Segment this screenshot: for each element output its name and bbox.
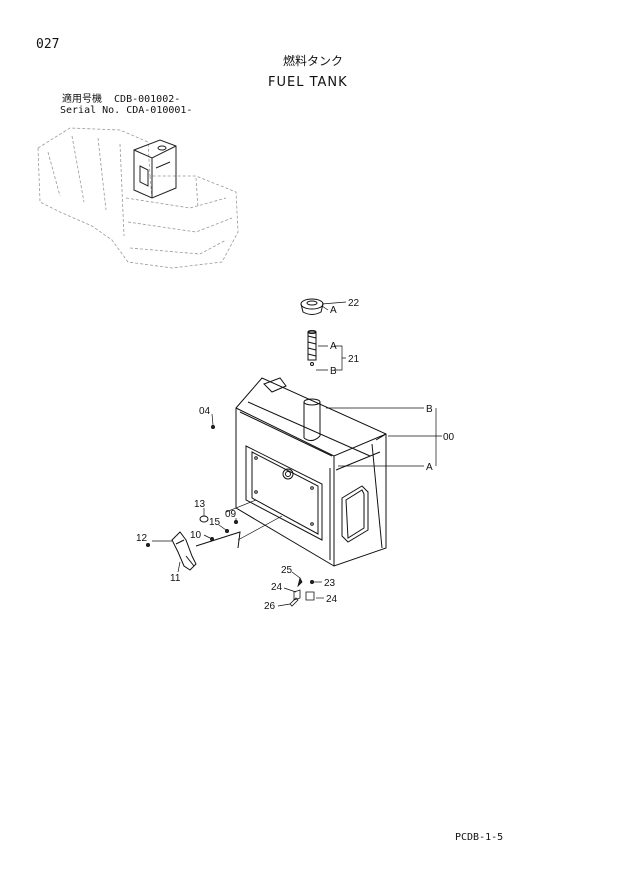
link-label-a-tank: A [426, 462, 433, 473]
link-label-a-strainer: A [330, 341, 337, 352]
applicable-serial-jp: 適用号機 CDB-001002- [62, 94, 181, 105]
page-number: 027 [36, 37, 60, 52]
bracket-assembly [171, 515, 241, 571]
link-label-b-strainer: B [330, 366, 337, 377]
callout-21: 21 [348, 354, 360, 365]
callout-26: 26 [264, 601, 276, 612]
callout-09: 09 [225, 509, 237, 520]
title-japanese: 燃料タンク [283, 54, 344, 68]
callout-24-left: 24 [271, 582, 283, 593]
callout-22: 22 [348, 298, 360, 309]
callout-04: 04 [199, 406, 211, 417]
callout-11: 11 [170, 573, 181, 584]
fuel-filler-neck [303, 398, 321, 442]
tank-level-gauge-window [341, 485, 369, 543]
link-label-a-cap: A [330, 305, 337, 316]
small-hardware [145, 424, 315, 607]
fuel-tank-body [235, 377, 387, 567]
callout-15: 15 [209, 517, 221, 528]
tank-side-cover-plate [245, 445, 323, 541]
callout-25: 25 [281, 565, 293, 576]
callout-24-right: 24 [326, 594, 338, 605]
footer-code: PCDB-1-5 [455, 832, 504, 843]
fuel-filler-cap [300, 298, 324, 315]
strainer [307, 330, 317, 366]
callout-23: 23 [324, 578, 336, 589]
page-title: FUEL TANK [268, 75, 348, 90]
callout-10: 10 [190, 530, 202, 541]
callout-12: 12 [136, 533, 148, 544]
link-label-b-tank: B [426, 404, 433, 415]
callout-00: 00 [443, 432, 455, 443]
key-map-fuel-tank-highlight [133, 139, 177, 199]
callout-13: 13 [194, 499, 206, 510]
leader-lines [152, 301, 442, 607]
key-map-machine-outline [37, 127, 239, 269]
applicable-serial-en: Serial No. CDA-010001- [60, 105, 193, 116]
